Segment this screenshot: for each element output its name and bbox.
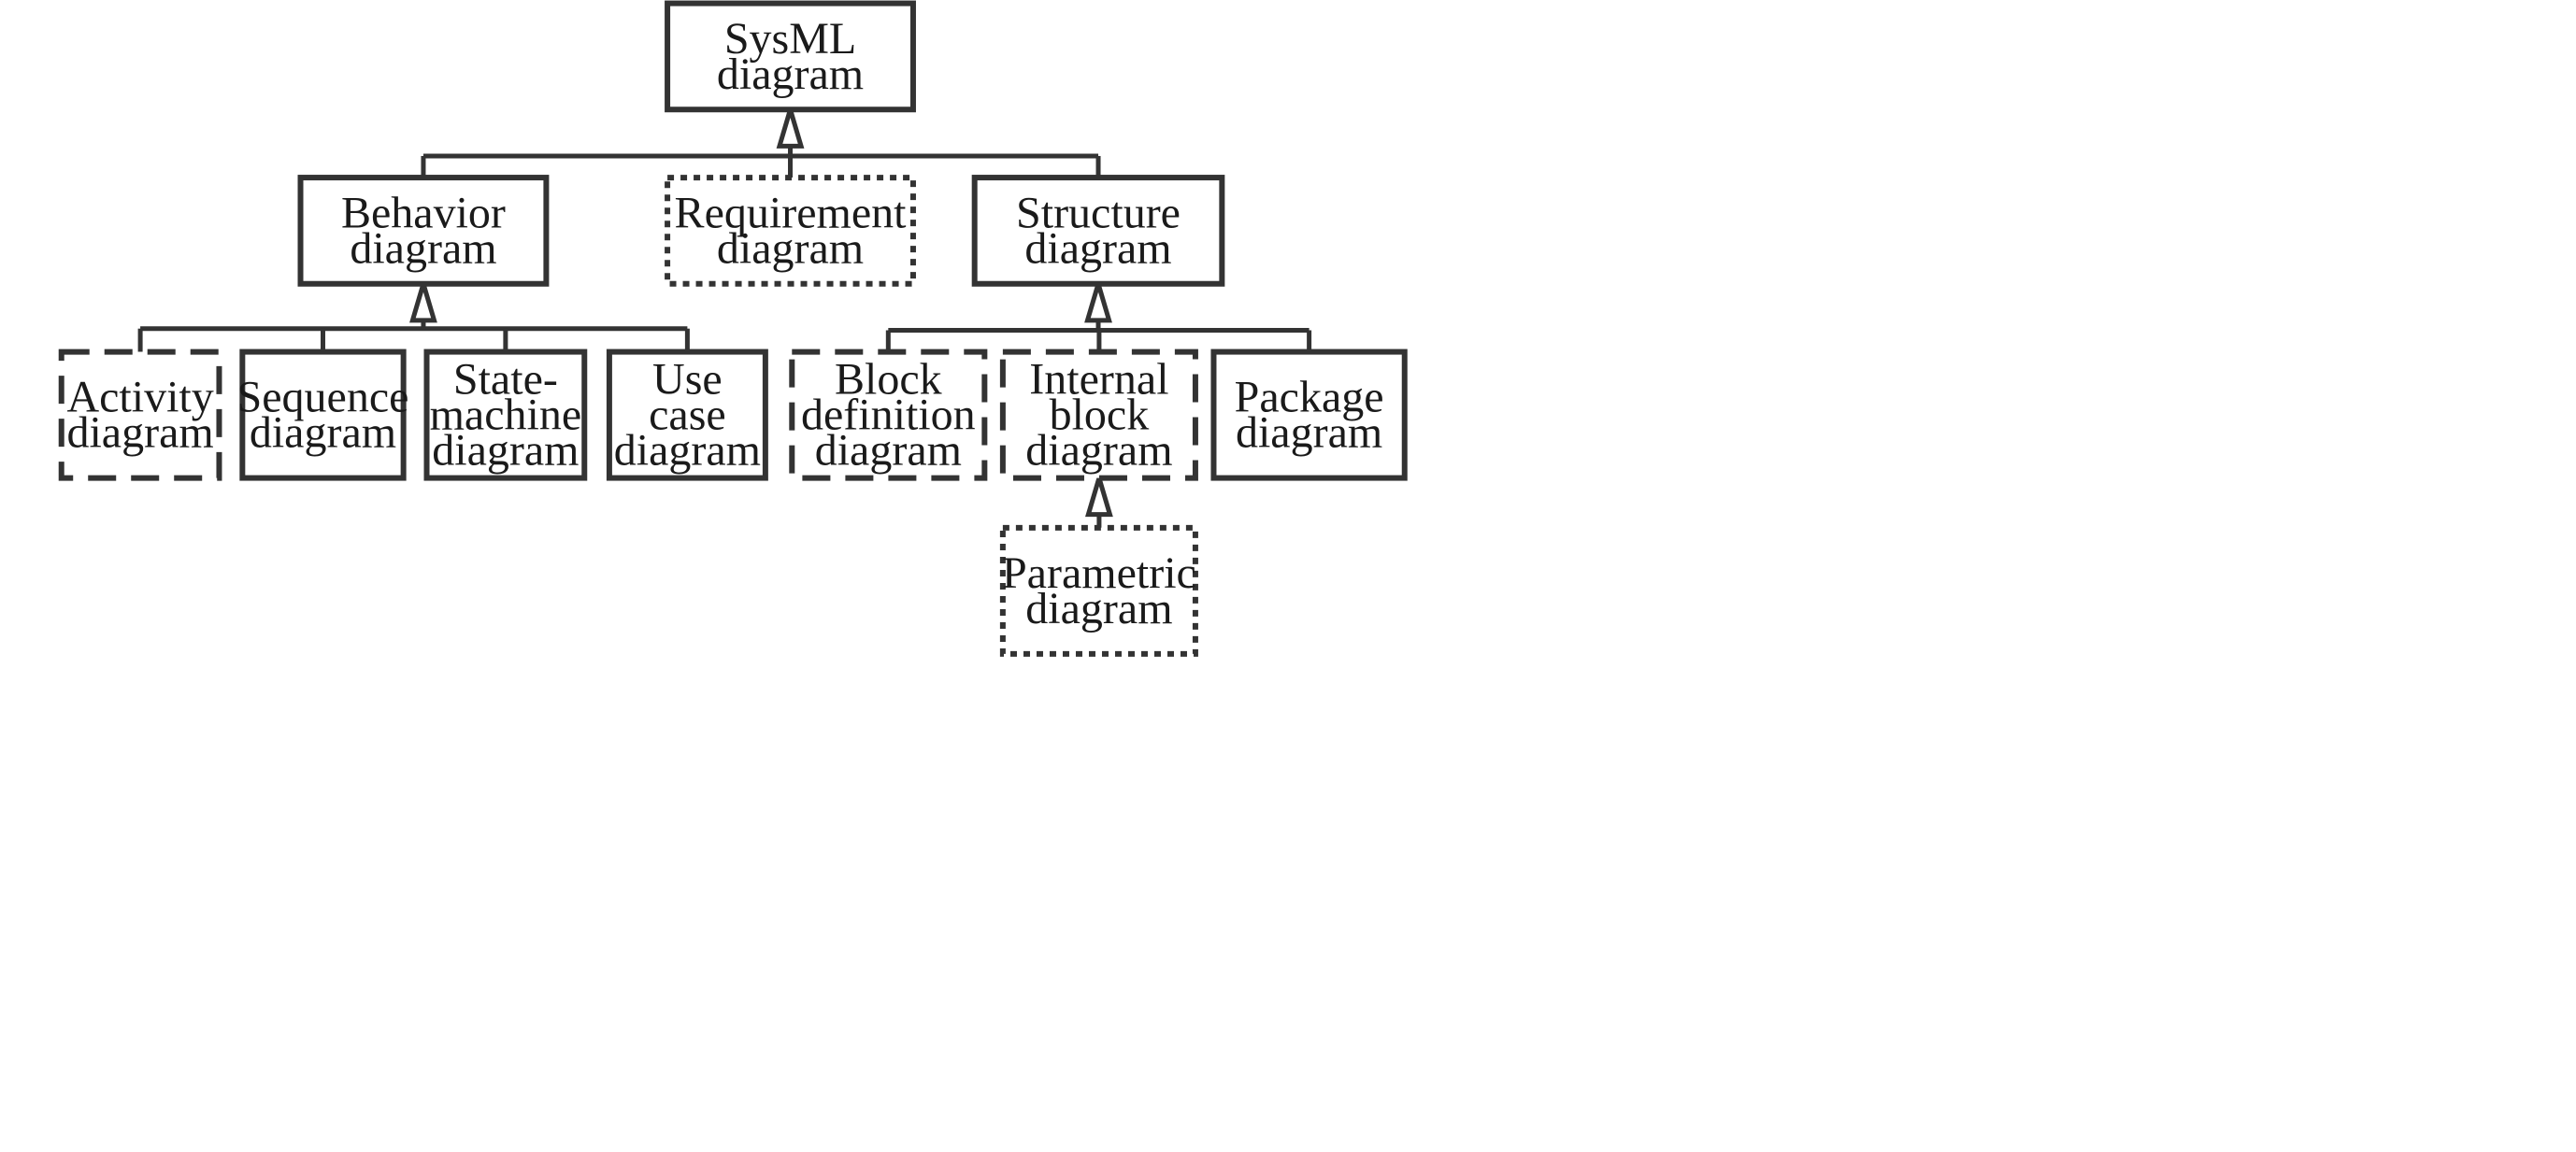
node-box-behavior xyxy=(297,175,550,287)
node-box-sequence xyxy=(239,348,407,481)
arrowhead-layer xyxy=(409,101,1113,518)
node-label-line: case xyxy=(649,391,726,440)
node-label-line: Behavior xyxy=(341,188,506,237)
node-box-activity xyxy=(58,348,222,481)
node-label-line: diagram xyxy=(1024,223,1171,273)
node-label-line: Use xyxy=(652,355,723,405)
node-label-line: diagram xyxy=(717,223,864,273)
node-label-line: Sequence xyxy=(237,373,409,422)
node-label-line: diagram xyxy=(66,407,213,457)
node-box-structure xyxy=(971,175,1225,287)
node-box-internal-block xyxy=(999,348,1198,481)
node-box-package xyxy=(1210,348,1408,481)
node-label-line: Parametric xyxy=(1002,548,1196,598)
node-label-line: diagram xyxy=(1025,584,1172,633)
node-box-parametric xyxy=(999,524,1198,657)
node-label-line: diagram xyxy=(614,425,761,475)
node-label-line: Internal xyxy=(1029,355,1168,405)
node-label-line: diagram xyxy=(1236,407,1382,457)
generalization-arrowhead-sysml xyxy=(776,101,805,149)
node-box-block-definition xyxy=(789,348,988,481)
node-box-use-case xyxy=(606,348,768,481)
node-label-line: Requirement xyxy=(675,188,908,237)
generalization-arrowhead-internal_block xyxy=(1085,469,1113,518)
node-label-line: diagram xyxy=(350,223,496,273)
node-box-state-machine xyxy=(423,348,588,481)
generalization-arrowhead-structure xyxy=(1084,275,1112,323)
node-label-line: diagram xyxy=(432,425,579,475)
node-label-line: SysML xyxy=(724,14,856,64)
node-label-line: block xyxy=(1050,391,1150,440)
node-label-line: Activity xyxy=(66,373,213,422)
node-label-line: Structure xyxy=(1016,188,1181,237)
node-label-line: Package xyxy=(1235,373,1384,422)
node-label-line: Block xyxy=(835,355,942,405)
node-box-sysml xyxy=(665,0,916,113)
node-label-line: machine xyxy=(430,391,582,440)
node-label-line: diagram xyxy=(717,50,864,99)
node-label-line: diagram xyxy=(1025,425,1172,475)
node-box-requirement xyxy=(665,175,916,287)
node-label-line: diagram xyxy=(250,407,396,457)
connector-layer xyxy=(137,146,1312,528)
generalization-arrowhead-behavior xyxy=(409,275,437,323)
node-label-line: State- xyxy=(453,355,558,405)
node-label-line: diagram xyxy=(815,425,962,475)
node-label-line: definition xyxy=(801,391,976,440)
